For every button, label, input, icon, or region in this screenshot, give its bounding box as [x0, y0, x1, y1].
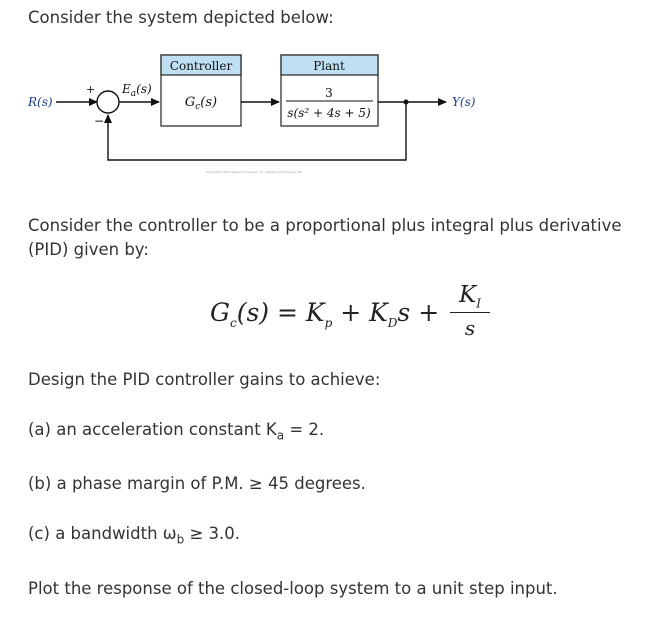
item-b: (b) a phase margin of P.M. ≥ 45 degrees.: [28, 474, 366, 493]
design-intro-text: Design the PID controller gains to achie…: [28, 370, 381, 389]
controller-tf: Gc(s): [185, 95, 217, 112]
plant-numerator: 3: [325, 86, 333, 100]
copyright-note: Copyright ©2011 Pearson Education, Inc. …: [206, 170, 302, 174]
integral-term-fraction: KI s: [450, 282, 490, 340]
item-a: (a) an acceleration constant Ka = 2.: [28, 420, 325, 443]
plant-denominator: s(s² + 4s + 5): [287, 106, 371, 120]
feedback-path: [104, 102, 407, 161]
controller-header: [160, 54, 242, 76]
closing-text: Plot the response of the closed-loop sys…: [28, 579, 558, 598]
input-label: R(s): [27, 95, 53, 109]
item-c: (c) a bandwidth ωb ≥ 3.0.: [28, 524, 241, 547]
output-label: Y(s): [452, 95, 476, 109]
controller-header-text: Controller: [170, 59, 233, 73]
pid-intro-text: Consider the controller to be a proporti…: [28, 216, 622, 259]
equation-lhs: Gc(s) = Kp + KDs +: [210, 298, 440, 330]
minus-sign: −: [94, 114, 104, 128]
error-label: Ea(s): [121, 82, 152, 99]
plus-sign: +: [86, 83, 95, 96]
block-diagram: R(s) + − Ea(s) Controller Gc(s) Plant 3 …: [27, 54, 476, 174]
intro-text: Consider the system depicted below:: [28, 8, 334, 27]
plant-header-text: Plant: [313, 59, 345, 73]
plant-header: [280, 54, 379, 76]
summing-junction: [96, 90, 120, 114]
